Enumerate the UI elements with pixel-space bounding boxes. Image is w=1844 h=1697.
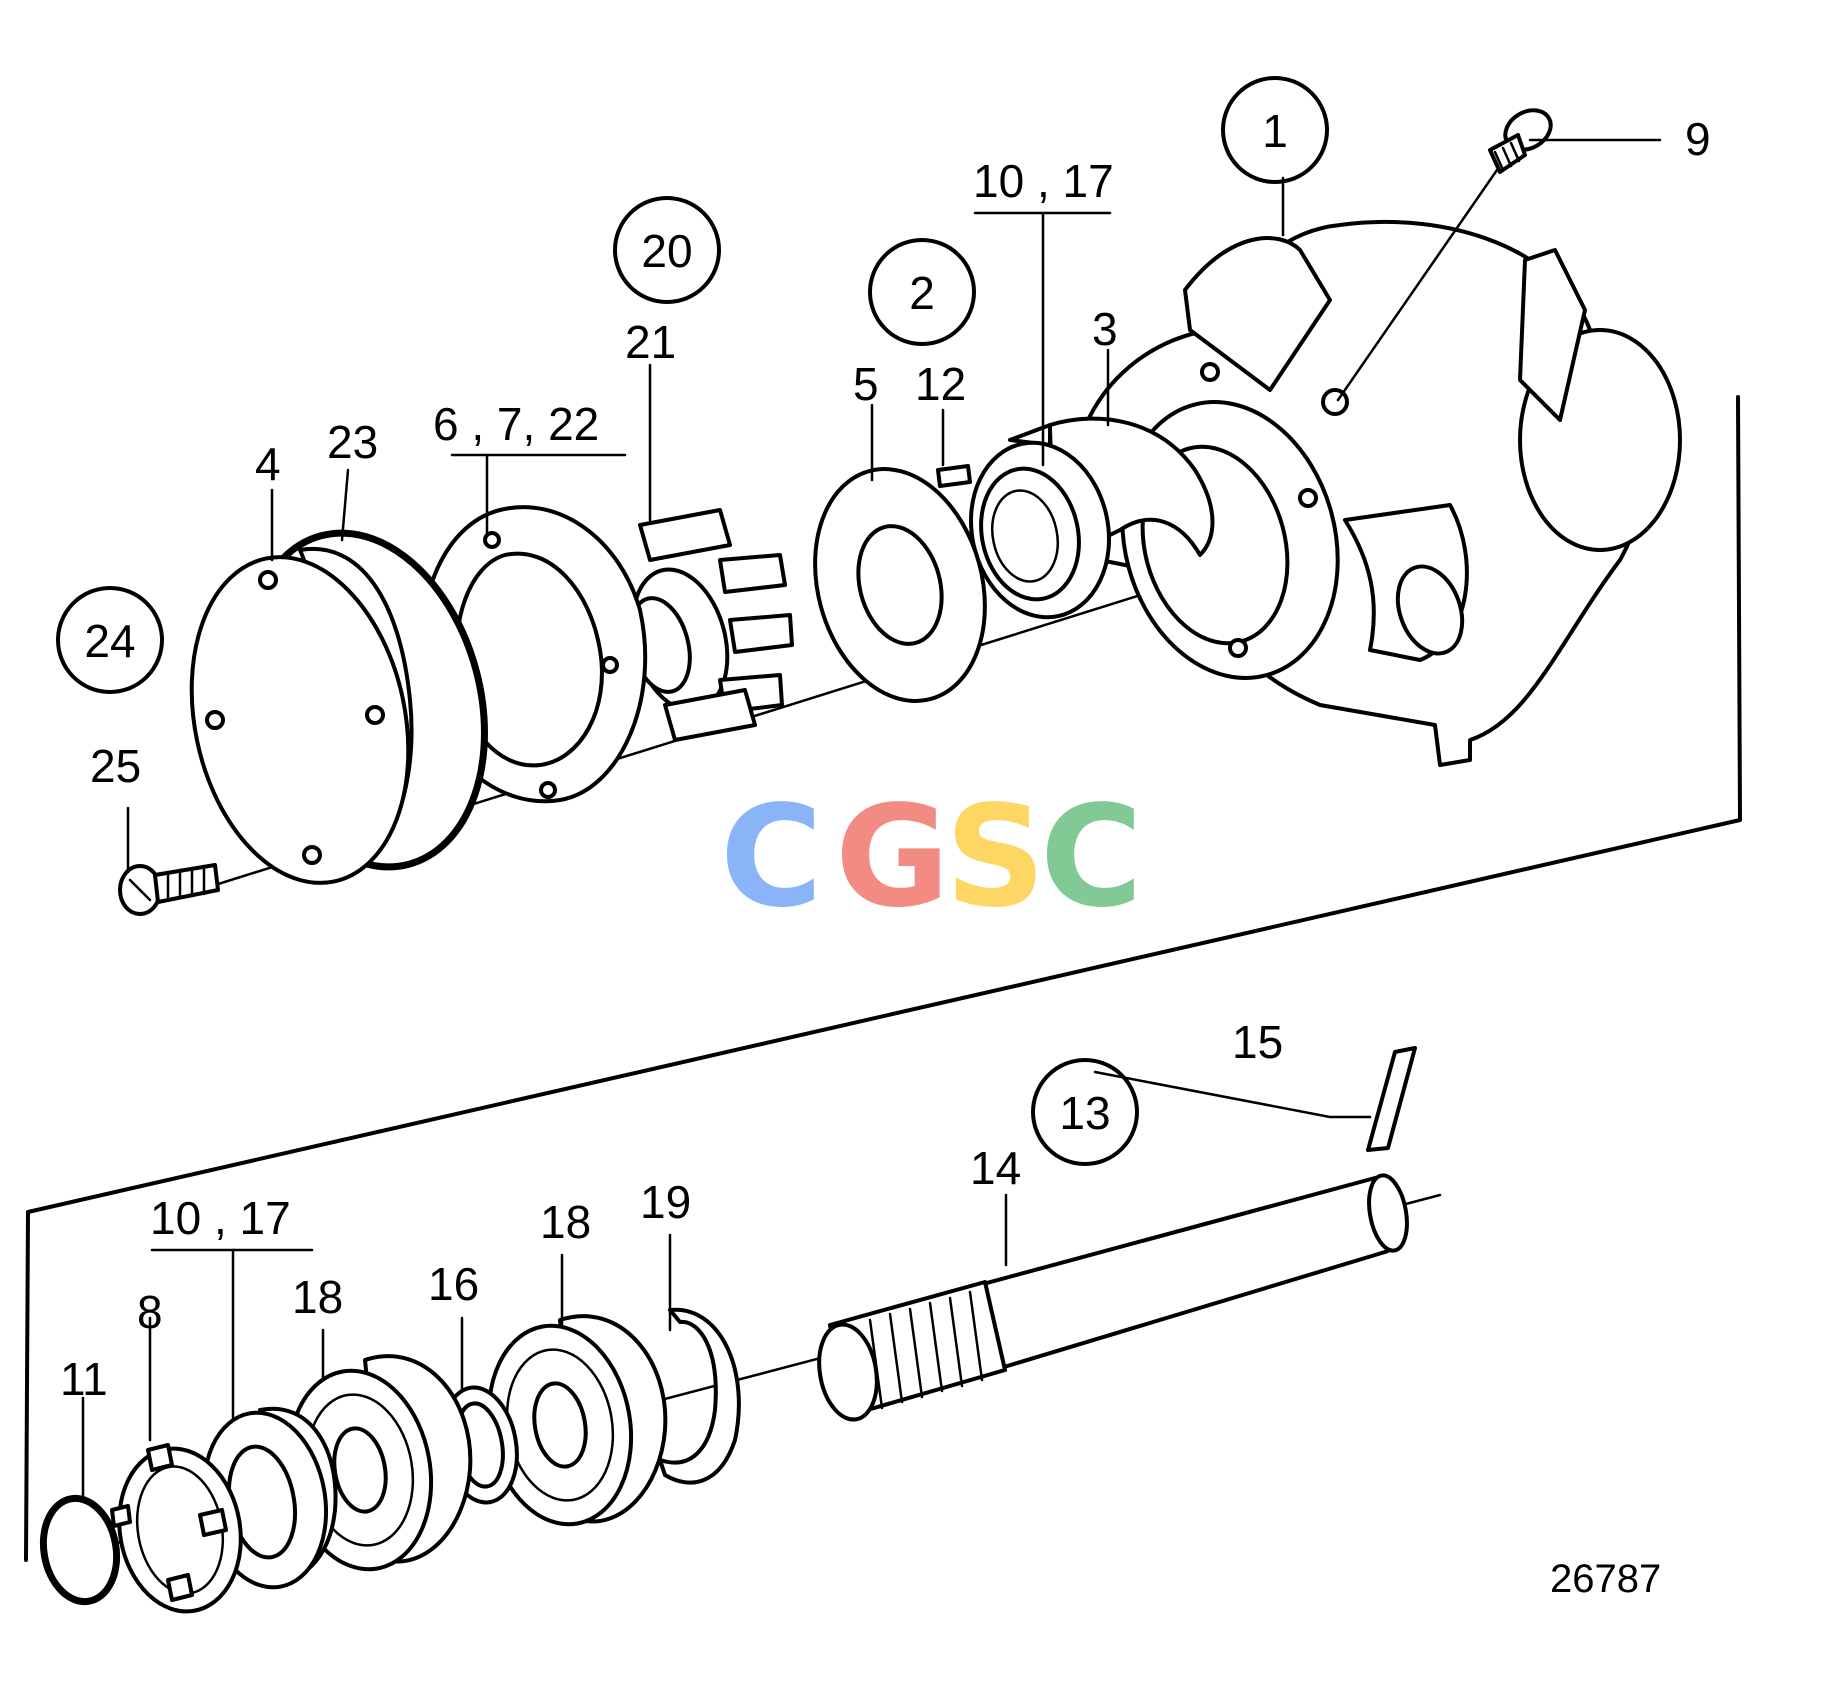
watermark-letter-g: G — [835, 776, 950, 939]
label-24: 24 — [84, 615, 135, 667]
label-10-17-top: 10 , 17 — [973, 155, 1114, 207]
label-5: 5 — [853, 358, 879, 410]
pin-plate-8 — [110, 1443, 243, 1614]
callout-circle-2 — [868, 238, 976, 346]
o-ring-11 — [39, 1494, 121, 1606]
callout-circle-20 — [613, 196, 721, 304]
label-12: 12 — [915, 358, 966, 410]
callout-circle-24 — [56, 586, 164, 694]
label-25: 25 — [90, 740, 141, 792]
callout-circle-1 — [1221, 76, 1329, 184]
circlip-19 — [658, 1307, 741, 1485]
watermark-letter-s: S — [945, 776, 1046, 939]
label-19: 19 — [640, 1176, 691, 1228]
label-4: 4 — [255, 438, 281, 490]
diagram-number: 26787 — [1550, 1557, 1661, 1601]
label-18-a: 18 — [292, 1271, 343, 1323]
label-2: 2 — [909, 267, 935, 319]
label-14: 14 — [970, 1142, 1021, 1194]
bearing-18-right — [486, 1314, 668, 1527]
label-23: 23 — [327, 416, 378, 468]
label-16: 16 — [428, 1258, 479, 1310]
label-13: 13 — [1059, 1087, 1110, 1139]
label-18-b: 18 — [540, 1196, 591, 1248]
cgsc-watermark: C G S C — [720, 776, 1143, 939]
washer-5 — [813, 467, 987, 703]
label-3: 3 — [1092, 303, 1118, 355]
cover-4 — [189, 546, 414, 885]
key-15 — [1366, 1046, 1417, 1152]
label-20: 20 — [641, 225, 692, 277]
lower-leader-lines — [81, 1070, 1372, 1499]
label-21: 21 — [625, 316, 676, 368]
impeller-21 — [628, 508, 794, 742]
label-15: 15 — [1232, 1016, 1283, 1068]
group-bracket-frame — [24, 395, 1742, 1562]
label-11: 11 — [60, 1353, 108, 1405]
label-8: 8 — [137, 1286, 163, 1338]
upper-leader-lines — [126, 138, 1662, 874]
pump-housing — [1078, 220, 1682, 767]
pin-12 — [936, 464, 972, 488]
label-1: 1 — [1262, 105, 1288, 157]
watermark-letter-c2: C — [1040, 776, 1143, 939]
shaft-14 — [817, 1173, 1409, 1422]
label-10-17-bottom: 10 , 17 — [150, 1192, 291, 1244]
screw-25 — [118, 863, 220, 916]
callout-circle-13 — [1031, 1058, 1139, 1166]
label-6-7-22: 6 , 7, 22 — [433, 398, 599, 450]
label-9: 9 — [1685, 113, 1711, 165]
watermark-letter-c1: C — [720, 776, 823, 939]
